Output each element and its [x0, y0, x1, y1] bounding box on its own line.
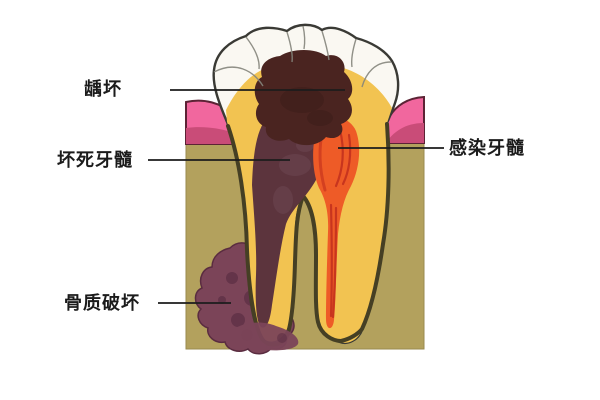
label-necrotic-pulp: 坏死牙髓 — [57, 150, 133, 170]
label-bone-destruction: 骨质破坏 — [64, 293, 140, 313]
bone-destruction-overlay — [232, 322, 299, 352]
enamel-cusp-lines — [213, 25, 392, 88]
label-caries: 龋坏 — [84, 79, 122, 99]
leader-lines — [148, 89, 444, 304]
label-infected-pulp: 感染牙髓 — [449, 138, 525, 158]
gum-right-shade — [385, 123, 424, 143]
caries-texture — [280, 87, 333, 126]
